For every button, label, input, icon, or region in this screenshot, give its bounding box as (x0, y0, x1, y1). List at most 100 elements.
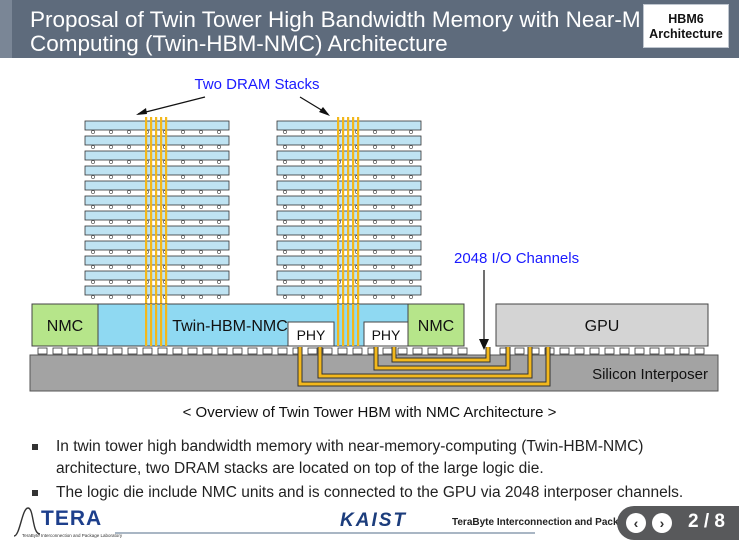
c4-bump (352, 347, 363, 355)
c4-bump (232, 347, 243, 355)
die-bump (181, 130, 185, 134)
die-bump (391, 190, 395, 194)
next-slide-button[interactable]: › (652, 513, 672, 533)
stack-tsv (165, 117, 168, 304)
c4-bump (604, 347, 615, 355)
die-bump (109, 250, 113, 254)
die-bump (391, 295, 395, 299)
stack-tsv (347, 117, 350, 304)
c4-bump (262, 347, 273, 355)
badge-line1: HBM6 (668, 12, 704, 26)
prev-slide-button[interactable]: ‹ (626, 513, 646, 533)
c4-bump (442, 347, 453, 355)
die-bump (217, 280, 221, 284)
micro-bumps (37, 347, 705, 355)
logic-die-tsv (352, 304, 355, 346)
die-bump (91, 130, 95, 134)
die-bump (409, 130, 413, 134)
die-bump (199, 235, 203, 239)
die-bump (127, 220, 131, 224)
die-bump (373, 205, 377, 209)
slide-title-line2: Computing (Twin-HBM-NMC) Architecture (30, 31, 448, 56)
c4-bump (202, 347, 213, 355)
die-bump (373, 190, 377, 194)
die-bump (199, 265, 203, 269)
footer-divider (115, 532, 535, 534)
die-bump (373, 295, 377, 299)
die-bump (181, 280, 185, 284)
die-bump (109, 220, 113, 224)
die-bump (199, 280, 203, 284)
die-bump (283, 265, 287, 269)
label-two-dram-stacks: Two DRAM Stacks (194, 76, 319, 93)
c4-bump (412, 347, 423, 355)
phy-right (363, 321, 409, 347)
die-bump (91, 175, 95, 179)
die-bump (373, 220, 377, 224)
die-bump (109, 190, 113, 194)
c4-bump (649, 347, 660, 355)
c4-bump (337, 347, 348, 355)
die-bump (319, 175, 323, 179)
die-bump (127, 295, 131, 299)
die-bump (283, 295, 287, 299)
die-bump (391, 235, 395, 239)
die-bump (199, 295, 203, 299)
die-bump (199, 190, 203, 194)
nmc-block-right (407, 303, 465, 347)
logic-die-label: Twin-HBM-NMC (172, 318, 288, 335)
die-bump (373, 175, 377, 179)
die-bump (91, 145, 95, 149)
die-bump (301, 175, 305, 179)
die-bump (373, 130, 377, 134)
die-bump (109, 205, 113, 209)
architecture-diagram: Two DRAM Stacks Silicon Interposer NMC T… (29, 76, 719, 392)
die-bump (283, 235, 287, 239)
die-bump (319, 295, 323, 299)
c4-bump (694, 347, 705, 355)
die-bump (217, 265, 221, 269)
c4-bump (67, 347, 78, 355)
die-bump (127, 205, 131, 209)
gpu-block (495, 303, 709, 347)
slide-title: Proposal of Twin Tower High Bandwidth Me… (30, 8, 640, 56)
bullet-square-icon (32, 444, 38, 450)
c4-bump (559, 347, 570, 355)
stack-tsv (160, 117, 163, 304)
c4-bump (382, 347, 393, 355)
tera-logo-subtitle: TeraByte Interconnection and Package Lab… (22, 533, 123, 538)
slide-title-line1: Proposal of Twin Tower High Bandwidth Me… (30, 8, 640, 32)
phy-left-label: PHY (297, 327, 326, 343)
header-accent (0, 0, 12, 58)
logic-die-tsv (337, 304, 340, 346)
lab-name: TeraByte Interconnection and Package Lab… (452, 517, 691, 528)
die-bump (319, 250, 323, 254)
die-bump (91, 280, 95, 284)
nmc-block-left (31, 303, 99, 347)
logic-die-tsv (155, 304, 158, 346)
die-bump (301, 235, 305, 239)
die-bump (319, 205, 323, 209)
stack-tsv (150, 117, 153, 304)
die-bump (217, 205, 221, 209)
dram-stacks (84, 117, 422, 304)
die-bump (409, 295, 413, 299)
die-bump (391, 280, 395, 284)
die-bump (127, 190, 131, 194)
bullet-text: In twin tower high bandwidth memory with… (56, 438, 644, 477)
die-bump (199, 160, 203, 164)
label-io-channels: 2048 I/O Channels (454, 250, 579, 267)
die-bump (199, 205, 203, 209)
c4-bump (187, 347, 198, 355)
die-bump (109, 235, 113, 239)
topic-badge: HBM6 Architecture (643, 4, 729, 48)
die-bump (373, 265, 377, 269)
arrowhead-io (479, 339, 489, 350)
die-bump (301, 220, 305, 224)
die-bump (127, 175, 131, 179)
die-bump (109, 175, 113, 179)
die-bump (127, 145, 131, 149)
logic-die-tsv (357, 304, 360, 346)
stack-tsv (155, 117, 158, 304)
die-bump (199, 145, 203, 149)
